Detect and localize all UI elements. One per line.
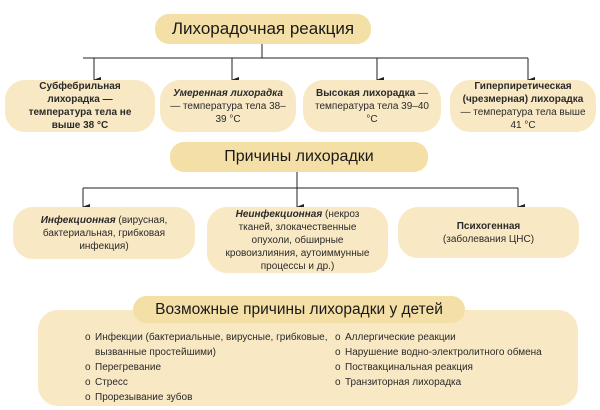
fever-type-desc: — температура тела 38–39 °C xyxy=(170,100,286,125)
cause-name: Инфекционная xyxy=(40,214,116,226)
fever-type-name: Умеренная лихорадка xyxy=(173,87,283,99)
fever-type-box: Высокая лихорадка — температура тела 39–… xyxy=(303,80,441,132)
children-title: Возможные причины лихорадки у детей xyxy=(155,301,443,318)
title-pill: Лихорадочная реакция xyxy=(155,14,371,44)
cause-box: Неинфекционная (некроз тканей, злокачест… xyxy=(207,207,388,273)
fever-type-desc: — температура тела 39–40 °C xyxy=(315,87,429,125)
cause-desc: (некроз тканей, злокачественные опухоли,… xyxy=(225,208,370,272)
cause-desc: (вирусная, бактериальная, грибковая инфе… xyxy=(42,214,168,252)
children-causes-panel xyxy=(38,310,578,406)
fever-type-box: Умеренная лихорадка — температура тела 3… xyxy=(160,80,296,132)
fever-type-desc: — температура тела не выше 38 °C xyxy=(28,94,132,131)
children-title-pill: Возможные причины лихорадки у детей xyxy=(133,296,465,323)
causes-title-pill: Причины лихорадки xyxy=(170,142,428,172)
cause-box: Психогенная (заболевания ЦНС) xyxy=(398,207,579,258)
cause-name: Психогенная xyxy=(456,220,521,232)
fever-type-box: Субфебрильная лихорадка — температура те… xyxy=(5,80,155,132)
page-title: Лихорадочная реакция xyxy=(171,19,355,38)
fever-type-box: Гиперпиретическая (чрезмерная) лихорадка… xyxy=(450,80,596,132)
fever-type-desc: — температура тела выше 41 °C xyxy=(460,107,586,131)
fever-type-name: Высокая лихорадка xyxy=(316,87,416,99)
fever-type-name: Субфебрильная лихорадка xyxy=(39,81,121,105)
fever-type-name: Гиперпиретическая (чрезмерная) лихорадка xyxy=(462,81,584,105)
cause-name: Неинфекционная xyxy=(235,208,323,220)
cause-box: Инфекционная (вирусная, бактериальная, г… xyxy=(13,207,195,259)
cause-desc: (заболевания ЦНС) xyxy=(442,233,535,245)
causes-title: Причины лихорадки xyxy=(224,148,374,165)
